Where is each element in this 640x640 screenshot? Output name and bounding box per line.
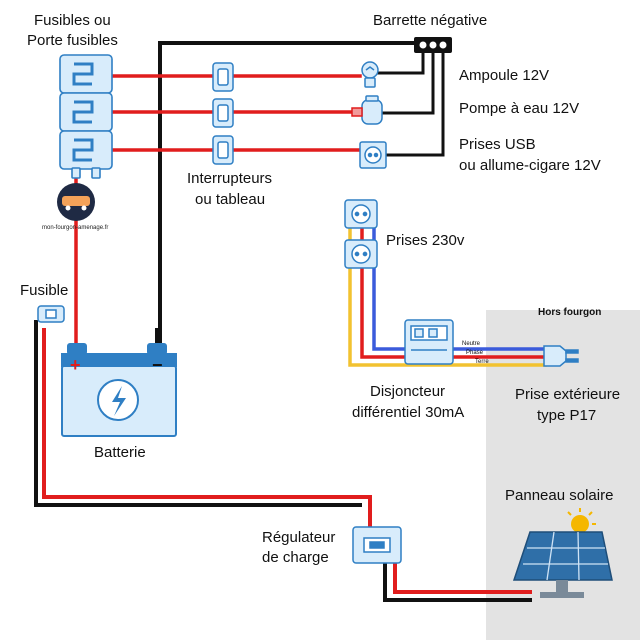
outlet-230v-1 bbox=[344, 199, 378, 229]
switch-2 bbox=[212, 98, 234, 128]
label-regulator-line1: Régulateur bbox=[262, 529, 336, 546]
rcd-breaker bbox=[404, 319, 454, 365]
positive-wire-regulator bbox=[42, 328, 372, 532]
negative-wire-main bbox=[158, 41, 420, 347]
negative-wire-usb bbox=[386, 48, 445, 157]
usb-socket-icon bbox=[359, 141, 387, 169]
solar-panel bbox=[512, 508, 613, 598]
label-usb-line2: ou allume-cigare 12V bbox=[459, 157, 601, 174]
negative-wire-regulator bbox=[34, 320, 362, 507]
positive-wire-panel bbox=[393, 558, 532, 594]
label-switches-line2: ou tableau bbox=[195, 191, 266, 208]
label-outside: Hors fourgon bbox=[538, 307, 602, 318]
label-switches-line1: Interrupteurs bbox=[187, 170, 273, 187]
label-outlets-230: Prises 230v bbox=[386, 232, 465, 249]
negative-wire-battery bbox=[155, 328, 162, 345]
label-fuses-line2: Porte fusibles bbox=[27, 32, 118, 49]
battery bbox=[61, 343, 177, 437]
label-fuses-line1: Fusibles ou bbox=[34, 12, 111, 29]
label-wire-phase: Phase bbox=[466, 350, 484, 356]
negative-bar bbox=[414, 37, 452, 53]
negative-wire-panel bbox=[383, 558, 532, 602]
negative-wire-pump bbox=[380, 48, 435, 115]
label-breaker-line1: Disjoncteur bbox=[370, 383, 446, 400]
label-breaker-line2: différentiel 30mA bbox=[352, 404, 465, 421]
label-pump: Pompe à eau 12V bbox=[459, 100, 580, 117]
label-regulator-line2: de charge bbox=[262, 549, 329, 566]
switch-1 bbox=[212, 62, 234, 92]
label-wire-earth: Terre bbox=[475, 359, 489, 365]
label-bulb: Ampoule 12V bbox=[459, 67, 550, 84]
label-negative-bar: Barrette négative bbox=[373, 12, 488, 29]
label-fuse: Fusible bbox=[20, 282, 69, 299]
label-usb-line1: Prises USB bbox=[459, 136, 536, 153]
label-battery: Batterie bbox=[94, 444, 146, 461]
negative-wire-bulb bbox=[376, 48, 425, 75]
watermark-text: mon-fourgon-amenage.fr bbox=[42, 225, 109, 231]
label-ext-plug-line1: Prise extérieure bbox=[515, 386, 621, 403]
switch-3 bbox=[212, 135, 234, 165]
battery-plus-sign: + bbox=[70, 355, 81, 375]
label-solar: Panneau solaire bbox=[505, 487, 614, 504]
charge-regulator bbox=[352, 526, 402, 564]
inline-fuse bbox=[37, 305, 65, 323]
battery-minus-sign: − bbox=[152, 355, 163, 375]
bulb-icon bbox=[361, 61, 379, 88]
fuse-holder-1 bbox=[59, 54, 113, 94]
fuse-holder-2 bbox=[59, 92, 113, 132]
earth-wire-outlets bbox=[348, 220, 547, 367]
external-plug bbox=[543, 345, 579, 367]
label-ext-plug-line2: type P17 bbox=[537, 407, 597, 424]
water-pump-icon bbox=[351, 95, 383, 125]
brand-logo bbox=[57, 183, 95, 221]
outlet-230v-2 bbox=[344, 239, 378, 269]
label-wire-neutral: Neutre bbox=[462, 341, 481, 347]
fuse-holder-3 bbox=[59, 130, 113, 179]
